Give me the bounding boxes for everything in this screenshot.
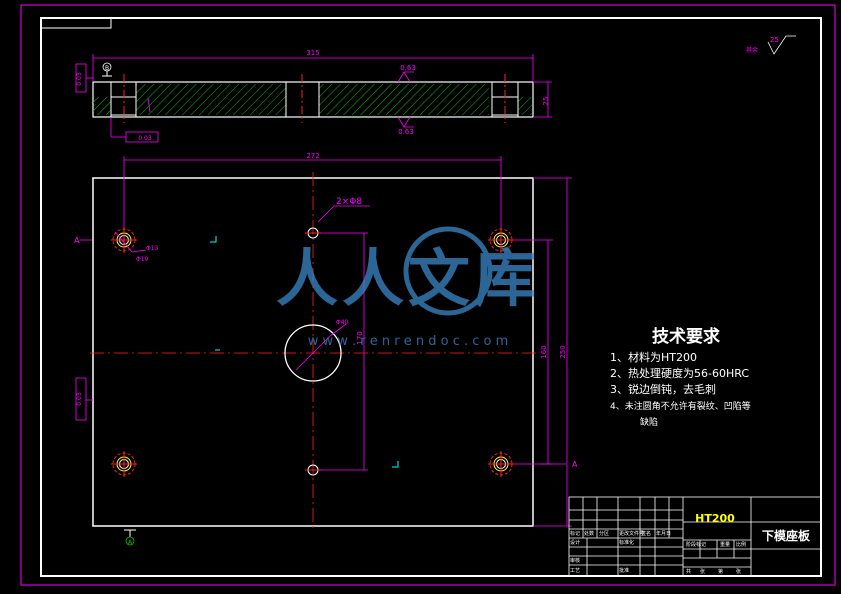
hole-offset-dim-label: 170 [356,331,364,344]
tech-item-3: 3、锐边倒钝，去毛刺 [610,382,716,396]
bolt-hole-tr [488,227,514,253]
plan-dimensions [75,156,572,527]
svg-text:标准化: 标准化 [619,539,634,546]
flatness-left-label: 0.03 [76,72,83,86]
bolt-hole-d2-label: Φ19 [136,256,149,263]
svg-text:年月日: 年月日 [656,530,671,537]
pin-hole-top [305,227,321,239]
svg-text:标记: 标记 [570,530,580,537]
surface-finish-symbol: 25 其余 [746,35,796,55]
svg-text:比例: 比例 [736,541,746,548]
bolt-hole-tl [111,227,137,253]
svg-text:工艺: 工艺 [570,568,580,574]
watermark-text: 人人文库 [276,242,540,315]
svg-text:其余: 其余 [746,46,758,54]
width-dim-label: 272 [306,152,319,160]
svg-text:处数: 处数 [584,530,594,537]
section-view [92,74,534,123]
tech-item-1: 1、材料为HT200 [610,350,697,364]
svg-text:A: A [128,539,133,546]
corner-tab [41,18,112,29]
roughness-top-label: 0.63 [400,64,416,72]
section-marker-left: A [74,236,80,245]
title-block-labels: 标记 处数 分区 更改文件号 签名 年月日 设计 标准化 审核 工艺 批准 阶段… [570,530,746,575]
center-hole-d-label: Φ40 [336,319,349,326]
title-block [568,496,822,577]
svg-text:共: 共 [686,568,691,575]
flatness-side-label: 0.03 [76,392,83,406]
watermark-url: w w w . r e n r e n d o c . c o m [308,334,509,349]
tech-item-4: 4、未注圆角不允许有裂纹、凹陷等 [610,400,751,412]
svg-text:批准: 批准 [619,567,629,574]
tech-item-2: 2、热处理硬度为56-60HRC [610,366,749,380]
pin-hole-bottom [305,464,321,476]
inner-frame [40,17,822,577]
svg-text:第: 第 [718,568,723,575]
bolt-hole-d1-label: Φ13 [146,245,159,252]
inner-height-dim-label: 160 [540,345,548,358]
svg-text:张: 张 [700,568,705,575]
svg-text:阶段标记: 阶段标记 [686,541,706,548]
height-dim-label: 25 [542,97,550,106]
svg-text:审核: 审核 [570,557,580,564]
watermark: 人人文库 w w w . r e n r e n d o c . c o m [276,226,540,349]
outer-height-dim-label: 250 [559,345,567,358]
outer-frame [20,4,836,586]
svg-text:25: 25 [770,36,779,44]
length-dim-label: 315 [306,49,319,57]
pin-hole-note: 2×Φ8 [336,197,362,207]
svg-text:签名: 签名 [641,530,651,537]
section-marker-right: A [572,460,578,469]
svg-text:更改文件号: 更改文件号 [619,530,644,537]
plan-view [90,172,540,532]
bolt-hole-br [488,451,514,477]
svg-text:B: B [105,65,109,72]
datum-b-symbol: B [102,62,112,77]
svg-text:设计: 设计 [570,539,580,546]
svg-text:张: 张 [736,568,741,575]
tech-item-4-cont: 缺陷 [640,416,658,428]
section-dimensions [75,54,552,143]
part-name-label: 下模座板 [762,528,811,543]
roughness-bottom-label: 0.63 [398,128,414,136]
tech-requirements-title: 技术要求 [652,326,720,347]
bolt-hole-bl [111,451,137,477]
svg-text:分区: 分区 [599,530,609,537]
datum-a-symbol: A [124,529,136,546]
perp-tol-label: 0.03 [138,135,152,142]
material-label: HT200 [695,512,735,525]
center-hole [284,324,342,382]
svg-text:重量: 重量 [720,541,730,548]
